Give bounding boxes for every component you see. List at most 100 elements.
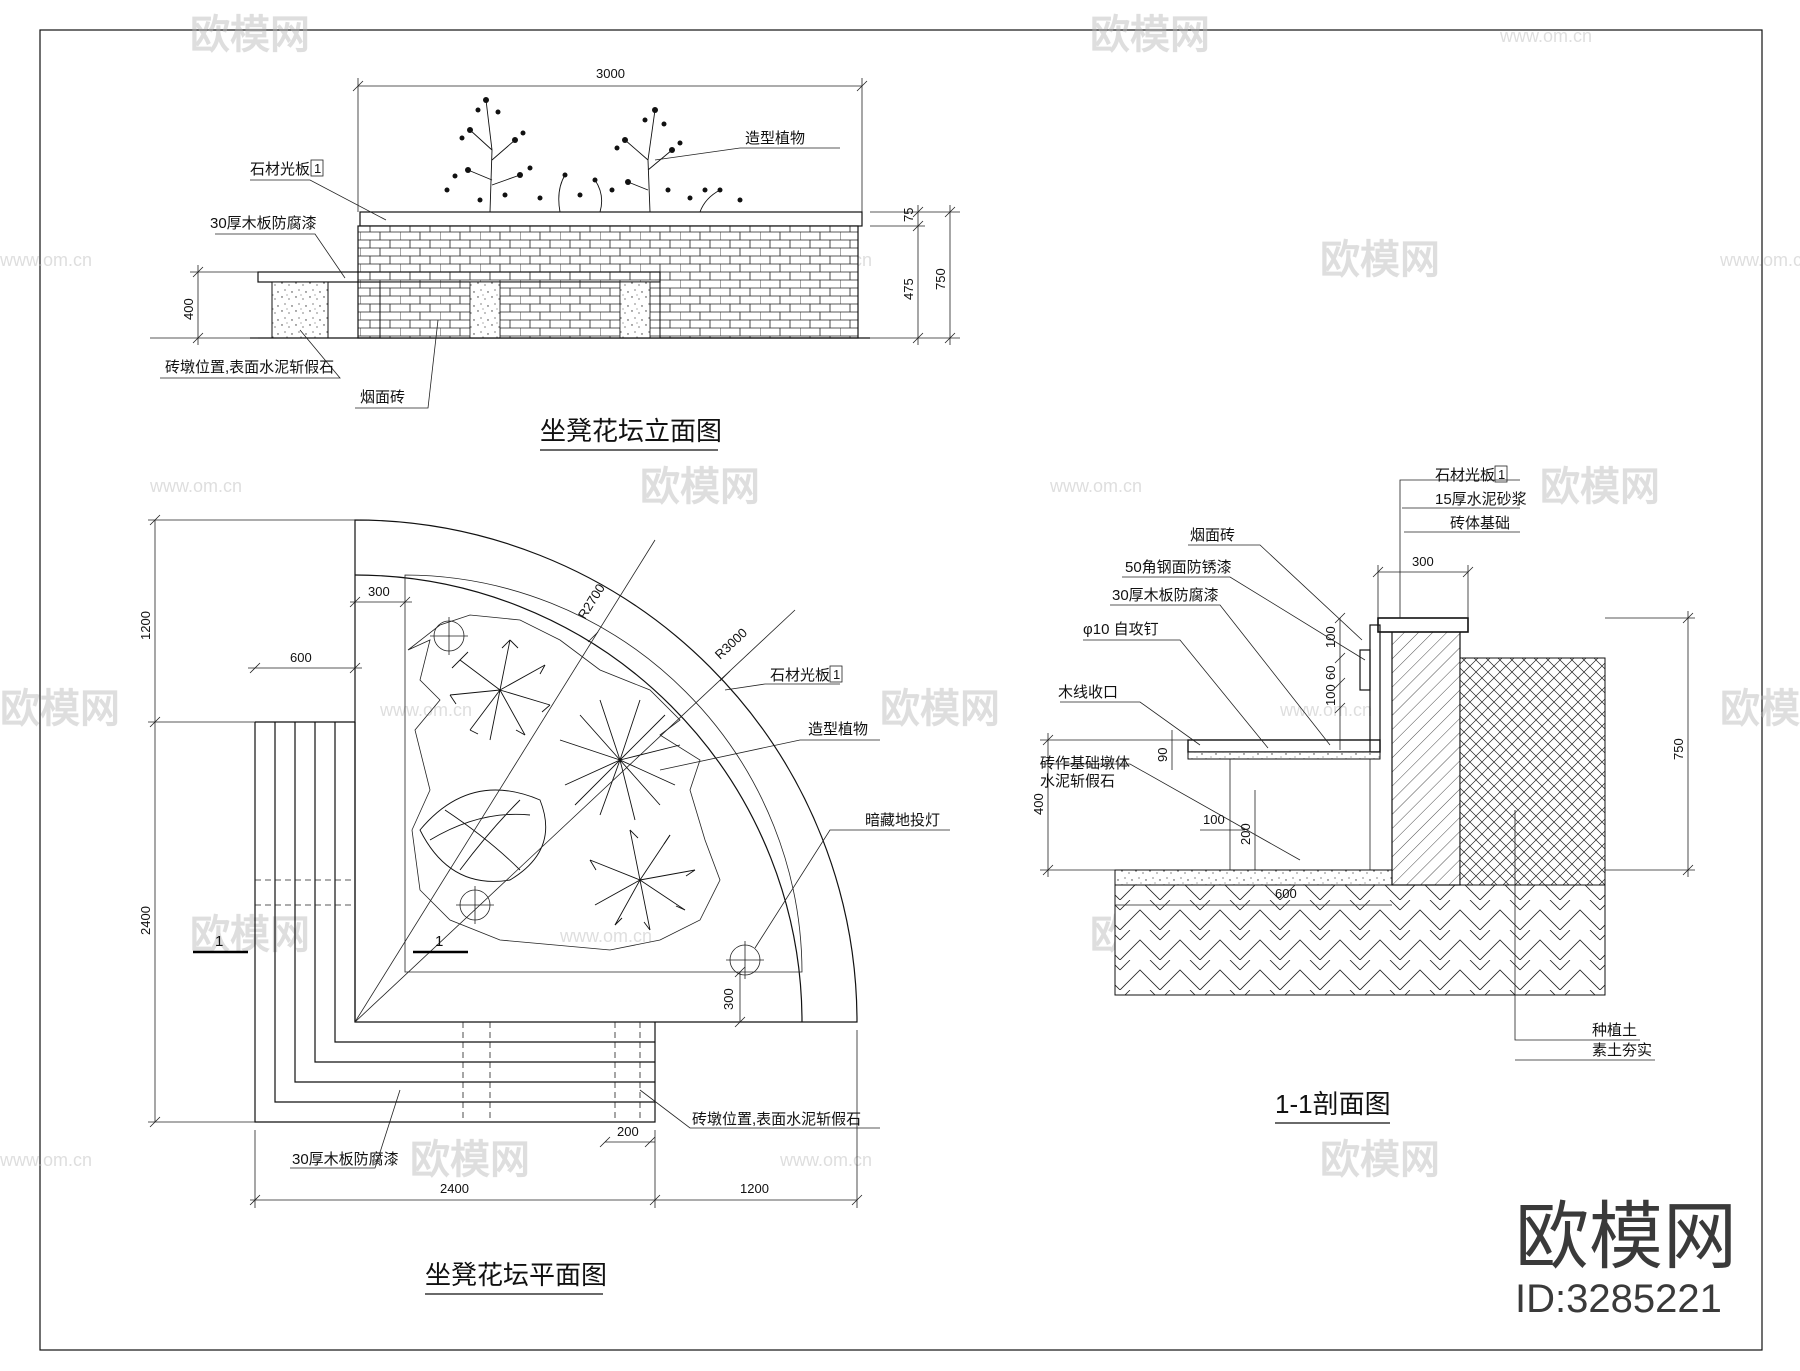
elevation-stone-slab-label: 石材光板 bbox=[250, 160, 310, 178]
plan-h1200-dim: 1200 bbox=[138, 611, 153, 640]
watermark-logo: 欧模网 bbox=[410, 1138, 530, 1182]
section-cap-slab bbox=[1377, 617, 1469, 633]
elevation-view: 3000 bbox=[150, 66, 960, 451]
section-d60-dim: 60 bbox=[1323, 666, 1338, 680]
watermark-url: www.om.cn bbox=[379, 700, 472, 720]
plan-r-inner-dim: R2700 bbox=[575, 581, 608, 621]
section-stone-slab-num: 1 bbox=[1498, 467, 1505, 482]
plan-uplight-label: 暗藏地投灯 bbox=[865, 812, 940, 829]
watermark-url: www.om.cn bbox=[779, 1150, 872, 1170]
watermark-logo: 欧模网 bbox=[0, 687, 120, 731]
watermark-logo: 欧模网 bbox=[1320, 1138, 1440, 1182]
section-cap-dim: 300 bbox=[1412, 554, 1434, 569]
watermark-url: www.om.cn bbox=[1049, 476, 1142, 496]
plan-bench-boards bbox=[254, 721, 656, 1123]
brand-id-text: ID:3285221 bbox=[1515, 1277, 1722, 1321]
watermark-url: www.om.cn bbox=[1719, 250, 1800, 270]
section-stone-slab-label: 石材光板 bbox=[1435, 466, 1495, 484]
watermark-url: www.om.cn bbox=[0, 1150, 92, 1170]
plan-inner-arc bbox=[354, 574, 803, 1023]
elevation-wall-dim: 475 bbox=[901, 278, 916, 300]
section-h400-dim: 400 bbox=[1031, 793, 1046, 815]
watermark-url: www.om.cn bbox=[149, 476, 242, 496]
elevation-total-dim: 750 bbox=[933, 268, 948, 290]
elevation-brick-pier bbox=[271, 281, 329, 339]
drawing-frame bbox=[39, 29, 1763, 1351]
watermark-url: www.om.cn bbox=[0, 250, 92, 270]
plan-stone-slab-num: 1 bbox=[833, 667, 840, 682]
section-wood-board-label: 30厚木板防腐漆 bbox=[1112, 586, 1219, 604]
section-planting-soil bbox=[1459, 657, 1606, 886]
section-brick-wall bbox=[1391, 624, 1461, 886]
section-compacted-label: 素土夯实 bbox=[1592, 1042, 1652, 1059]
watermark-logo: 欧模网 bbox=[1540, 465, 1660, 509]
section-angle-steel-label: 50角钢面防锈漆 bbox=[1125, 559, 1232, 576]
section-earth bbox=[1114, 884, 1606, 996]
elevation-wood-board-label: 30厚木板防腐漆 bbox=[210, 214, 317, 232]
watermark-layer: 欧模网 欧模网 www.om.cn www.om.cn 欧模网 www.om.c… bbox=[0, 13, 1800, 1182]
plan-stone-slab-label: 石材光板 bbox=[770, 666, 830, 684]
plan-brick-pier-label: 砖墩位置,表面水泥斩假石 bbox=[692, 1111, 861, 1128]
section-w600-dim: 600 bbox=[1275, 886, 1297, 901]
plan-outer-arc bbox=[354, 519, 858, 1023]
plan-wood-board-label: 30厚木板防腐漆 bbox=[292, 1150, 399, 1168]
plan-planting-bed bbox=[407, 614, 721, 951]
plan-w300-dim: 300 bbox=[368, 584, 390, 599]
section-d200-dim: 200 bbox=[1238, 823, 1253, 845]
plan-ring-line bbox=[404, 574, 803, 973]
plan-title: 坐凳花坛平面图 bbox=[425, 1260, 607, 1290]
section-d100a-dim: 100 bbox=[1323, 626, 1338, 648]
section-wood-board bbox=[1187, 739, 1381, 753]
section-d90-dim: 90 bbox=[1155, 748, 1170, 762]
plan-b2400-dim: 2400 bbox=[440, 1181, 469, 1196]
section-face-brick-label: 烟面砖 bbox=[1190, 527, 1235, 544]
elevation-face-brick-label: 烟面砖 bbox=[360, 389, 405, 406]
plan-r-outer-dim: R3000 bbox=[712, 625, 750, 662]
section-pier-label-2: 水泥斩假石 bbox=[1040, 773, 1115, 790]
watermark-url: www.om.cn bbox=[1499, 26, 1592, 46]
plan-plants-label: 造型植物 bbox=[808, 721, 868, 738]
elevation-bench-dim: 400 bbox=[181, 298, 196, 320]
watermark-logo: 欧模网 bbox=[1320, 238, 1440, 282]
watermark-logo: 欧模网 bbox=[190, 13, 310, 57]
section-view: 300 100 60 100 90 100 200 400 600 750 石材… bbox=[1031, 465, 1695, 1124]
plan-section-mark-left: 1 bbox=[215, 933, 223, 950]
elevation-foliage bbox=[444, 97, 743, 203]
plan-h2400-dim: 2400 bbox=[138, 906, 153, 935]
section-wood-edge-label: 木线收口 bbox=[1058, 684, 1118, 701]
section-brick-base-label: 砖体基础 bbox=[1450, 515, 1510, 532]
section-d100b-dim: 100 bbox=[1323, 684, 1338, 706]
plan-view: R2700 R3000 1200 2400 600 300 2400 1200 … bbox=[138, 514, 950, 1295]
plan-b200-dim: 200 bbox=[617, 1124, 639, 1139]
elevation-cap-slab bbox=[359, 211, 863, 227]
watermark-url: www.om.cn bbox=[1279, 700, 1372, 720]
plan-section-mark-right: 1 bbox=[435, 933, 443, 950]
plan-b1200-dim: 1200 bbox=[740, 1181, 769, 1196]
elevation-brick-pier-label: 砖墩位置,表面水泥斩假石 bbox=[165, 359, 334, 376]
watermark-url: www.om.cn bbox=[559, 926, 652, 946]
elevation-width-dim: 3000 bbox=[596, 66, 625, 81]
elevation-shaped-plants bbox=[467, 99, 721, 213]
section-angle-steel bbox=[1187, 751, 1381, 760]
elevation-bench-brick bbox=[379, 281, 661, 339]
elevation-cap-dim: 75 bbox=[901, 208, 916, 222]
section-title: 1-1剖面图 bbox=[1275, 1089, 1391, 1119]
watermark-logo: 欧模网 bbox=[190, 913, 310, 957]
elevation-title: 坐凳花坛立面图 bbox=[540, 416, 722, 446]
section-pier-label-1: 砖作基础墩体 bbox=[1040, 755, 1130, 772]
watermark-logo: 欧模网 bbox=[1720, 687, 1800, 731]
plan-w600-dim: 600 bbox=[290, 650, 312, 665]
plan-plant-symbols bbox=[419, 639, 696, 931]
section-mortar-label: 15厚水泥砂浆 bbox=[1435, 490, 1527, 508]
elevation-stone-slab-num: 1 bbox=[314, 161, 321, 176]
section-h750-dim: 750 bbox=[1671, 738, 1686, 760]
watermark-logo: 欧模网 bbox=[1090, 13, 1210, 57]
section-soil-label: 种植土 bbox=[1592, 1022, 1637, 1039]
brand-logo-text: 欧模网 bbox=[1515, 1195, 1737, 1278]
elevation-plants-label: 造型植物 bbox=[745, 130, 805, 147]
plan-s300-dim: 300 bbox=[721, 988, 736, 1010]
section-d100c-dim: 100 bbox=[1203, 812, 1225, 827]
plan-uplight-icon bbox=[430, 617, 764, 979]
section-screw-label: φ10 自攻钉 bbox=[1083, 621, 1159, 638]
